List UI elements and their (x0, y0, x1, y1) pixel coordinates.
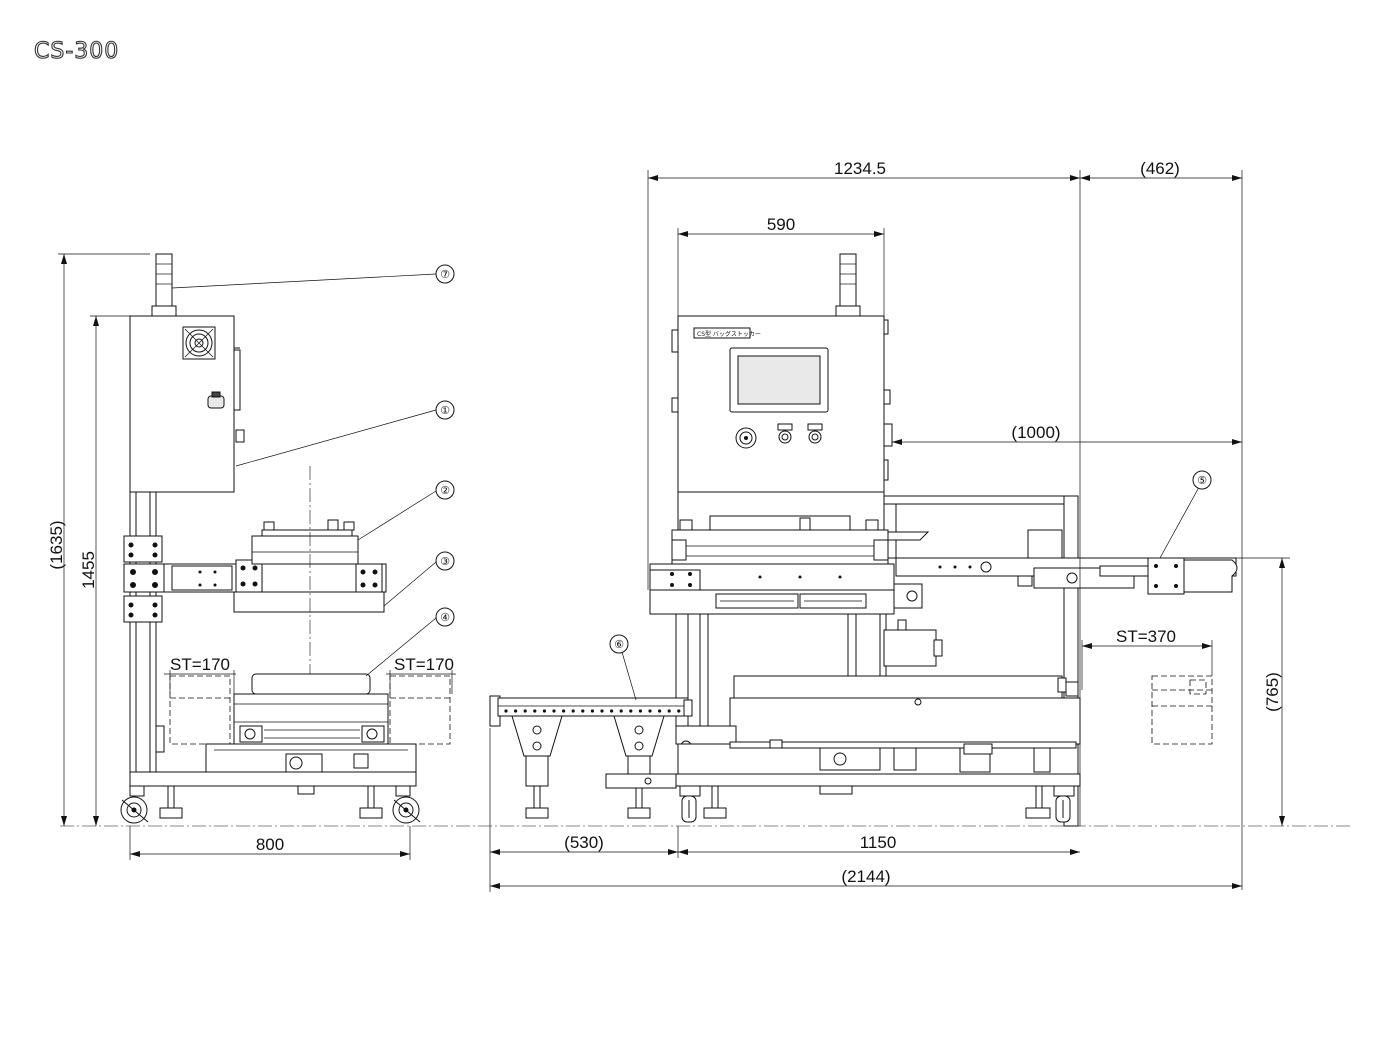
side-lower-plate (233, 591, 385, 613)
front-view: CS型 バッグストッカー (489, 159, 1290, 892)
callout-2: ② (440, 484, 450, 497)
roller (610, 709, 614, 713)
roller (542, 709, 547, 713)
callout-5: ⑤ (1197, 474, 1207, 487)
dim-infeed-length: (530) (564, 833, 604, 852)
roller (533, 709, 537, 713)
callout-3: ③ (440, 555, 450, 568)
callout-1: ① (440, 404, 450, 417)
caster-wheel-icon (679, 785, 701, 823)
dim-conveyor-reach: (1000) (1011, 423, 1060, 442)
dim-overall-length: (2144) (841, 867, 890, 886)
model-title: CS-300 (34, 39, 119, 64)
stack-light-icon (151, 253, 177, 317)
dim-right-stroke: ST=170 (394, 655, 454, 674)
emergency-stop-icon (735, 427, 757, 449)
roller (638, 709, 643, 713)
roller (667, 709, 671, 713)
callout-4: ④ (440, 611, 450, 624)
roller (581, 709, 585, 713)
dim-front-stroke: ST=370 (1116, 627, 1176, 646)
dim-top-extension: (462) (1140, 159, 1180, 178)
dim-overall-top: 1234.5 (834, 159, 886, 178)
dim-side-width: 800 (256, 835, 284, 854)
front-base (675, 773, 1081, 787)
roller (619, 709, 623, 713)
dim-side-box-height: 1455 (79, 551, 98, 589)
caster-wheel-icon (392, 785, 421, 824)
roller (514, 709, 518, 713)
roller (658, 709, 662, 713)
callouts: ⑦ ① ② ③ ④ ⑤ ⑥ (171, 264, 1212, 701)
side-view: (1635) 1455 800 ST=170 ST=170 (47, 253, 456, 860)
dim-conveyor-height: (765) (1263, 672, 1282, 712)
callout-6: ⑥ (614, 638, 624, 651)
roller (571, 709, 575, 713)
front-receiver-table (733, 675, 1063, 699)
infeed-roller-conveyor (497, 697, 689, 717)
front-sealer-head (671, 529, 889, 565)
fan-icon (182, 326, 216, 360)
callout-7: ⑦ (440, 268, 450, 281)
side-sealer-head (251, 535, 359, 565)
roller (677, 709, 681, 713)
roller (523, 709, 527, 713)
caster-wheel-icon (120, 785, 149, 824)
dim-left-stroke: ST=170 (170, 655, 230, 674)
dim-control-box-width: 590 (767, 215, 795, 234)
dim-frame-length: 1150 (860, 833, 897, 852)
side-base (129, 771, 417, 787)
side-receiver (251, 673, 371, 695)
roller (552, 709, 556, 713)
dim-side-total-height: (1635) (47, 520, 66, 569)
stack-light-icon (835, 253, 861, 317)
nameplate-label: CS型 バッグストッカー (697, 330, 761, 338)
caster-wheel-icon (1053, 785, 1075, 823)
roller (629, 709, 633, 713)
roller (600, 709, 604, 713)
roller (504, 709, 508, 713)
roller (562, 709, 566, 713)
roller (590, 709, 595, 713)
roller (648, 709, 652, 713)
